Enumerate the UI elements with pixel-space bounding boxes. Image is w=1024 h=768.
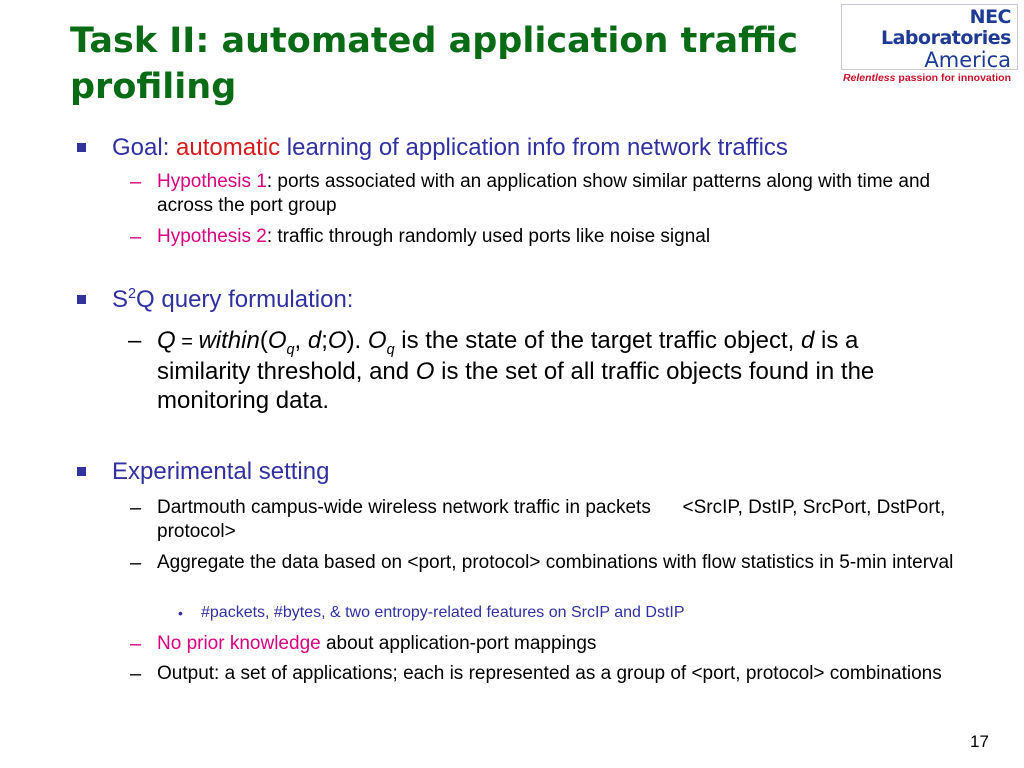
logo-name: NEC Laboratories bbox=[881, 6, 1012, 49]
s2q-formula: Q = within(Oq, d;O). Oq is the state of … bbox=[157, 327, 875, 414]
experiment-item-output: Output: a set of applications; each is r… bbox=[157, 663, 942, 684]
logo-tagline: Relentless passion for innovation bbox=[842, 72, 1011, 84]
dash-icon: – bbox=[130, 633, 142, 655]
experiment-subitem-features: #packets, #bytes, & two entropy-related … bbox=[201, 604, 685, 621]
dash-icon: – bbox=[130, 497, 142, 519]
hypothesis-2: Hypothesis 2: traffic through randomly u… bbox=[157, 226, 711, 247]
dot-bullet-icon: • bbox=[178, 605, 183, 621]
experiment-item-noprior: No prior knowledge about application-por… bbox=[157, 633, 597, 654]
dash-icon: – bbox=[128, 327, 142, 354]
square-bullet-icon bbox=[77, 143, 86, 152]
experiment-item-dataset: Dartmouth campus-wide wireless network t… bbox=[157, 497, 951, 542]
nec-logo: NEC Laboratories America Relentless pass… bbox=[841, 4, 1018, 84]
experiment-heading: Experimental setting bbox=[112, 458, 330, 485]
square-bullet-icon bbox=[77, 467, 86, 476]
dash-icon: – bbox=[130, 663, 142, 685]
dash-icon: – bbox=[130, 171, 142, 193]
goal-text: Goal: automatic learning of application … bbox=[112, 134, 788, 161]
dash-icon: – bbox=[130, 226, 142, 248]
logo-region: America bbox=[924, 48, 1011, 72]
s2q-heading: S2Q query formulation: bbox=[112, 286, 354, 313]
square-bullet-icon bbox=[77, 295, 86, 304]
slide-title: Task II: automated application traffic p… bbox=[70, 21, 798, 107]
page-number: 17 bbox=[970, 732, 989, 751]
dash-icon: – bbox=[130, 552, 142, 574]
experiment-item-aggregate: Aggregate the data based on <port, proto… bbox=[157, 552, 954, 573]
hypothesis-1: Hypothesis 1: ports associated with an a… bbox=[157, 171, 931, 216]
